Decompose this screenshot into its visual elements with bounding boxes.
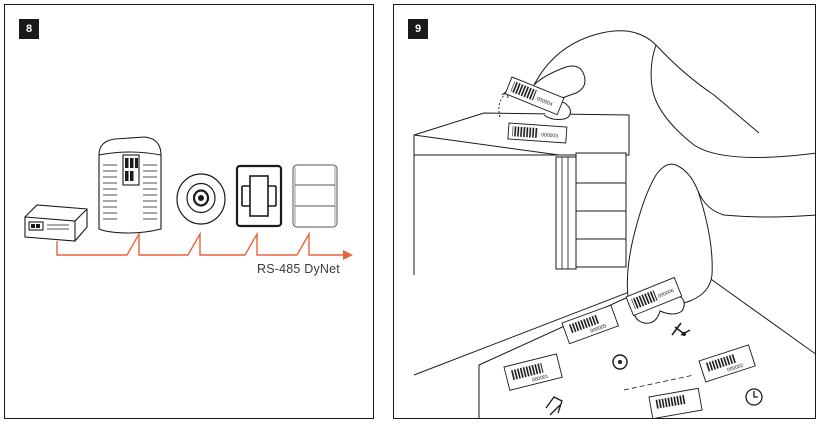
door-symbol-icon (545, 396, 563, 416)
wall-panel-icon (235, 164, 283, 228)
step-number-badge: 9 (408, 19, 428, 39)
label-number: 000004 (535, 96, 553, 108)
step-number-badge: 8 (19, 19, 39, 39)
network-gateway-icon (24, 204, 88, 242)
label-number: 000003 (541, 132, 558, 139)
sensor-symbol-icon (612, 354, 628, 370)
barcode-label-icon: 000004 (504, 76, 565, 116)
barcode-label-icon: 000001 (503, 353, 563, 391)
rs485-dynet-label: RS-485 DyNet (257, 262, 340, 276)
label-number: 000002 (726, 363, 744, 374)
terminal-block-stack (555, 152, 627, 270)
label-number: 000001 (531, 374, 549, 384)
switch-symbol-icon (671, 322, 691, 336)
barcode-label-icon (648, 387, 703, 418)
label-placement-illustration: 000003 000004 000005 (413, 30, 815, 418)
keypad-icon (292, 164, 338, 228)
step-8-panel: 8 (4, 4, 374, 419)
floor-plan-sheet (413, 266, 815, 418)
step-9-panel: 9 000003 (393, 4, 816, 419)
label-number: 000005 (590, 323, 608, 334)
hand-icon (626, 163, 815, 324)
barcode-label-icon: 000003 (507, 122, 568, 144)
label-number: 000006 (657, 288, 675, 300)
peel-arrow (498, 92, 507, 118)
plan-dashed-line (623, 374, 695, 391)
barcode-label-icon: 000006 (625, 276, 683, 317)
ceiling-sensor-icon (176, 173, 226, 225)
rs485-bus-line (56, 231, 353, 260)
dimmer-controller-icon (98, 136, 162, 234)
clock-symbol-icon (745, 388, 763, 406)
dynet-wiring-diagram (24, 136, 353, 260)
barcode-label-icon: 000005 (561, 304, 619, 345)
barcode-label-icon: 000002 (698, 344, 756, 383)
